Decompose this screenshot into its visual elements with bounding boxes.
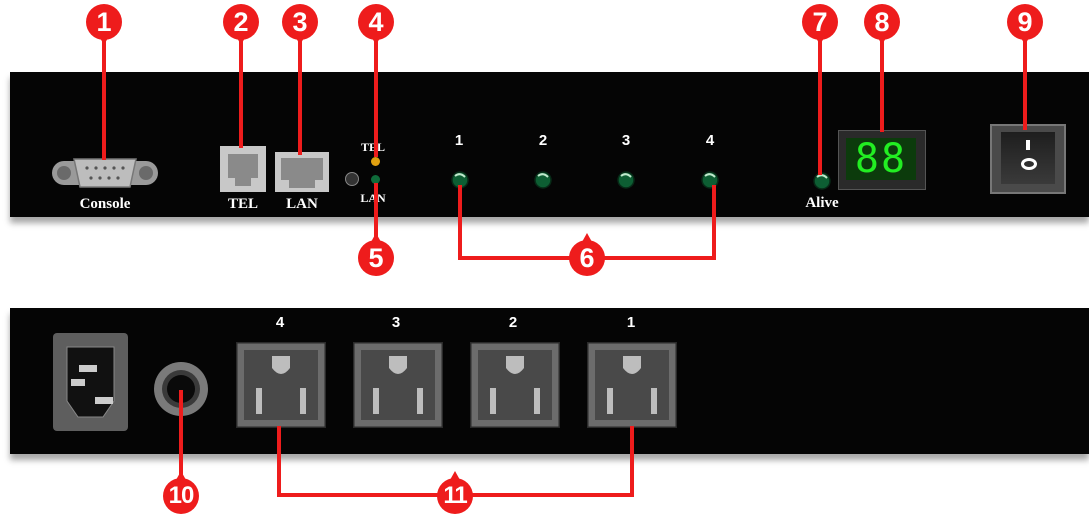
callout-badge: 4 — [358, 4, 394, 45]
outlet-status-led — [701, 171, 719, 189]
outlet-status-led — [534, 171, 552, 189]
callout-badge: 10 — [163, 471, 199, 514]
callout-badge: 7 — [802, 4, 838, 45]
outlet-status-led — [451, 171, 469, 189]
display-value: 88 — [846, 138, 916, 180]
outlet-label: 3 — [391, 314, 401, 331]
outlet-led-label: 4 — [705, 132, 715, 149]
outlet-led-label: 3 — [621, 132, 631, 149]
callout-badge: 2 — [223, 4, 259, 45]
tel-led-label: TEL — [360, 140, 385, 154]
lan-status-led — [371, 175, 380, 184]
callout-badge: 9 — [1007, 4, 1043, 45]
lan-led-label: LAN — [360, 191, 386, 205]
callout-badge: 3 — [282, 4, 318, 45]
outlet-status-led — [617, 171, 635, 189]
power-switch[interactable] — [990, 124, 1066, 194]
outlet-label: 1 — [626, 314, 636, 331]
power-outlet[interactable] — [587, 342, 677, 428]
power-outlet[interactable] — [470, 342, 560, 428]
power-on-mark — [1026, 140, 1030, 150]
tel-status-led — [371, 157, 380, 166]
outlet-led-label: 2 — [538, 132, 548, 149]
digit-display: 88 — [838, 130, 926, 190]
tel-port-label: TEL — [227, 196, 258, 212]
power-off-mark — [1021, 158, 1037, 170]
callout-badge: 1 — [86, 4, 122, 45]
outlet-label: 2 — [508, 314, 518, 331]
alive-label: Alive — [805, 195, 839, 211]
power-outlet[interactable] — [236, 342, 326, 428]
reset-button[interactable] — [345, 172, 359, 186]
console-label: Console — [79, 196, 131, 212]
outlet-label: 4 — [275, 314, 285, 331]
tel-port[interactable] — [220, 146, 266, 192]
console-port[interactable] — [52, 155, 158, 193]
circuit-breaker[interactable] — [152, 360, 210, 418]
power-outlet[interactable] — [353, 342, 443, 428]
lan-port-label: LAN — [286, 196, 318, 212]
callout-badge: 5 — [358, 233, 394, 276]
callout-badge: 8 — [864, 4, 900, 45]
power-inlet[interactable] — [53, 333, 128, 431]
callout-badge: 6 — [569, 233, 605, 276]
callout-badge: 11 — [437, 471, 473, 514]
outlet-led-label: 1 — [454, 132, 464, 149]
lan-port[interactable] — [275, 152, 329, 192]
